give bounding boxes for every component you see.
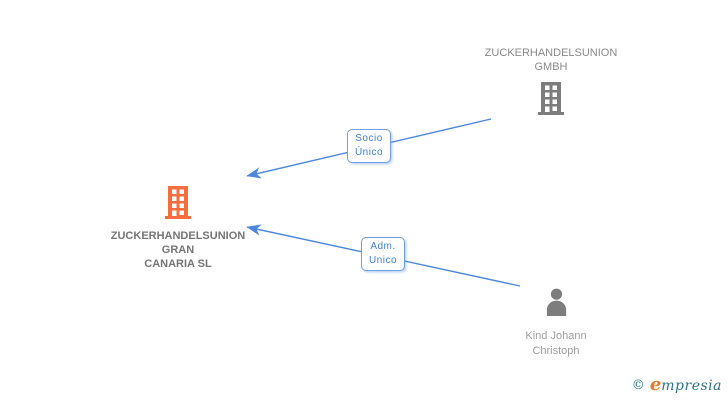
relation-label-line: Unico	[368, 255, 398, 266]
person-name: Kind Johann Christoph	[456, 329, 656, 359]
node-person[interactable]: Kind Johann Christoph	[456, 288, 656, 359]
focus-company-name: ZUCKERHANDELSUNION GRAN CANARIA SL	[78, 229, 278, 271]
copyright-symbol: ©	[631, 378, 645, 393]
person-name-line2: Christoph	[532, 345, 580, 357]
person-name-line1: Kind Johann	[525, 330, 587, 342]
focus-company-name-line1: ZUCKERHANDELSUNION	[110, 230, 246, 242]
parent-company-name: ZUCKERHANDELSUNION GMBH	[451, 46, 651, 74]
relation-label-socio-unico: Socio Único	[347, 129, 391, 163]
empresia-logo[interactable]: © empresia	[632, 374, 722, 395]
relation-label-line: Único	[354, 147, 384, 158]
parent-company-name-line1: ZUCKERHANDELSUNION	[484, 47, 618, 59]
logo-letter-e: e	[649, 374, 662, 395]
relation-label-line: Socio	[355, 133, 383, 144]
focus-company-name-line2: GRAN	[161, 244, 195, 256]
relation-label-line: Adm.	[370, 241, 396, 252]
node-focus-company[interactable]: ZUCKERHANDELSUNION GRAN CANARIA SL	[78, 186, 278, 271]
logo-text: mpresia	[661, 378, 722, 394]
relation-label-adm-unico: Adm. Unico	[361, 237, 405, 271]
parent-company-name-line2: GMBH	[534, 61, 568, 73]
person-icon	[456, 288, 656, 323]
building-icon	[451, 82, 651, 120]
focus-company-name-line3: CANARIA SL	[144, 258, 212, 270]
building-icon	[78, 186, 278, 224]
node-parent-company[interactable]: ZUCKERHANDELSUNION GMBH	[451, 46, 651, 120]
